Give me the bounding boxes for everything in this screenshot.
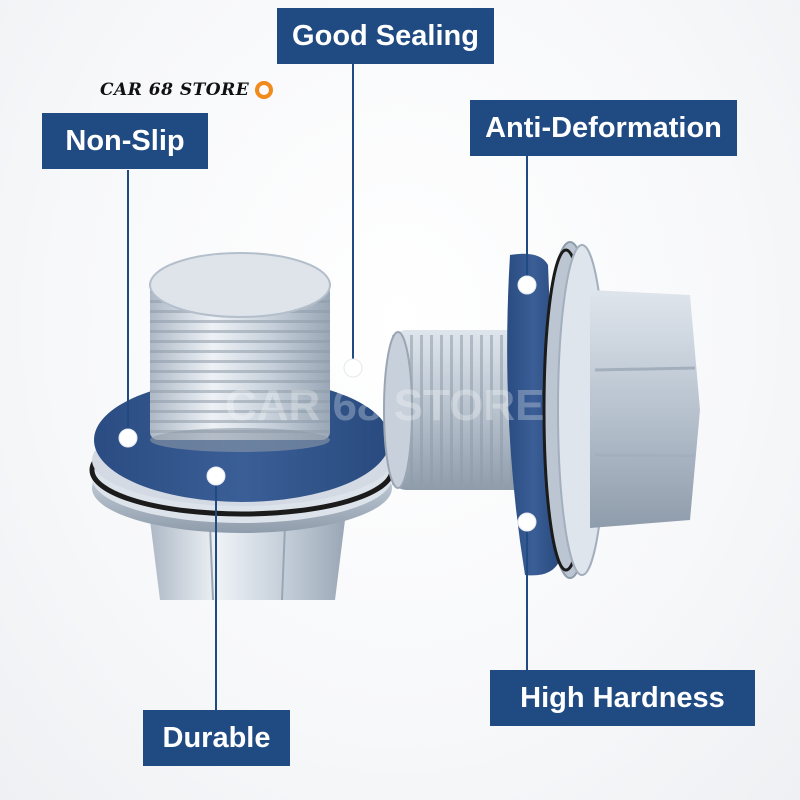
- left-plug: [89, 252, 395, 601]
- brand-logo: CAR 68 STORE: [100, 80, 274, 100]
- watermark: CAR 68 STORE: [225, 381, 545, 430]
- label-non-slip: Non-Slip: [42, 113, 208, 169]
- label-durable: Durable: [143, 710, 290, 766]
- callout-lines: [127, 62, 528, 712]
- brand-name: CAR 68 STORE: [100, 80, 250, 100]
- tire-ring-icon: [255, 81, 274, 99]
- label-anti-deformation: Anti-Deformation: [470, 100, 737, 156]
- callout-dots: [118, 275, 537, 532]
- label-good-sealing: Good Sealing: [277, 8, 494, 64]
- right-plug: [383, 241, 700, 579]
- label-high-hardness: High Hardness: [490, 670, 755, 726]
